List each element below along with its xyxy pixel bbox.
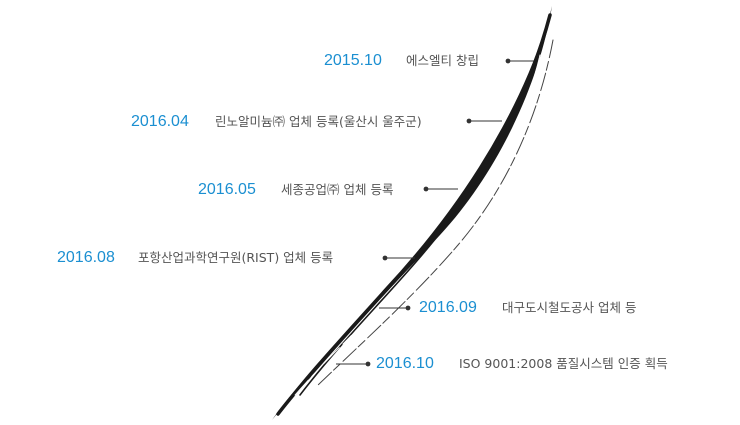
timeline-date: 2015.10 (324, 52, 382, 69)
brush-stroke-streak-light (294, 54, 541, 396)
timeline-description: ISO 9001:2008 품질시스템 인증 획득 (459, 356, 668, 371)
brush-stroke-streak-light (309, 69, 546, 386)
brush-stroke-streak (283, 28, 548, 407)
connector-2016-08 (382, 255, 415, 261)
brush-stroke-streak (299, 19, 549, 396)
timeline-description: 에스엘티 창립 (406, 53, 479, 68)
timeline-date: 2016.05 (198, 181, 256, 198)
timeline-date: 2016.04 (131, 113, 189, 130)
timeline-date: 2016.09 (419, 299, 477, 316)
timeline-description: 대구도시철도공사 업체 등 (502, 300, 637, 315)
timeline-date: 2016.10 (376, 355, 434, 372)
timeline-description: 린노알미늄㈜ 업체 등록(울산시 울주군) (215, 114, 422, 129)
brush-stroke-streak-light (317, 39, 554, 386)
timeline-description: 포항산업과학연구원(RIST) 업체 등록 (138, 250, 334, 265)
timeline-date: 2016.08 (57, 249, 115, 266)
connector-2016-10 (336, 361, 371, 367)
connector-2016-09 (379, 305, 411, 311)
connector-2016-04 (466, 118, 502, 124)
connector-2016-05 (423, 186, 458, 192)
connector-2015-10 (505, 58, 534, 64)
timeline-description: 세종공업㈜ 업체 등록 (281, 182, 394, 197)
